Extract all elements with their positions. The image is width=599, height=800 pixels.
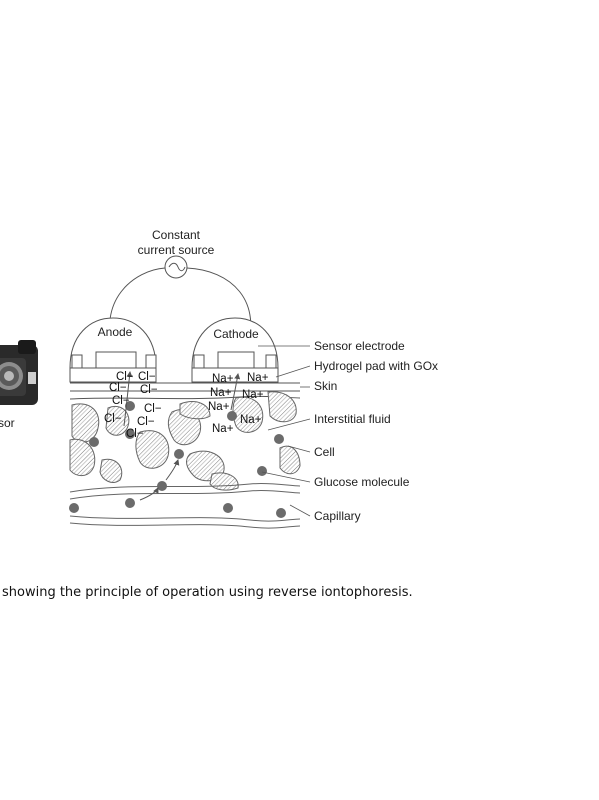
glucose-molecule <box>157 481 167 491</box>
glucose-molecule <box>174 449 184 459</box>
callout-hydrogel-pad: Hydrogel pad with GOx <box>314 359 438 373</box>
glucose-molecule <box>89 437 99 447</box>
sodium-ion: Na+ <box>212 423 234 435</box>
capillary-walls <box>69 482 301 529</box>
callout-capillary: Capillary <box>314 509 361 523</box>
chloride-ion: Cl− <box>137 416 155 428</box>
current-source-label-line1: Constant <box>152 228 201 242</box>
sodium-ion: Na+ <box>247 372 269 384</box>
callout-interstitial-fluid: Interstitial fluid <box>314 412 391 426</box>
sodium-ion: Na+ <box>240 414 262 426</box>
sensor-electrode-blocks <box>71 351 277 369</box>
glucose-molecule <box>223 503 233 513</box>
cell <box>135 430 170 469</box>
chloride-ions: Cl− Cl− Cl− Cl− Cl− Cl− Cl− Cl− Cl− <box>104 371 162 440</box>
cell <box>232 396 264 433</box>
cathode-electrode <box>191 317 279 369</box>
glucose-molecule <box>125 401 135 411</box>
cell <box>99 458 123 483</box>
cell <box>71 403 100 443</box>
device-label-fragment: sor <box>0 416 15 430</box>
current-source-label-line2: current source <box>138 243 215 257</box>
sodium-ion: Na+ <box>212 373 234 385</box>
glucose-molecule <box>274 434 284 444</box>
chloride-ion: Cl− <box>112 395 130 407</box>
glucose-watch-device <box>0 340 38 405</box>
anode-label: Anode <box>98 325 133 339</box>
chloride-ion: Cl− <box>104 413 122 425</box>
glucose-molecule <box>125 429 135 439</box>
glucose-molecule <box>227 411 237 421</box>
figure-caption: showing the principle of operation using… <box>2 585 413 600</box>
tissue-cells <box>69 391 301 491</box>
glucose-molecule <box>69 503 79 513</box>
cell <box>69 438 96 476</box>
migration-arrows <box>123 371 241 501</box>
chloride-ion: Cl− <box>116 371 134 383</box>
callout-cell: Cell <box>314 445 335 459</box>
chloride-ion: Cl− <box>140 384 158 396</box>
sodium-ions: Na+ Na+ Na+ Na+ Na+ Na+ Na+ <box>208 372 269 435</box>
cell <box>267 391 297 423</box>
callout-skin: Skin <box>314 379 337 393</box>
skin-layer <box>69 382 301 400</box>
cell <box>179 401 211 420</box>
cell <box>105 406 130 436</box>
cell <box>279 445 301 475</box>
glucose-molecule <box>257 466 267 476</box>
cell <box>209 472 239 491</box>
callout-sensor-electrode: Sensor electrode <box>314 339 405 353</box>
cathode-label: Cathode <box>213 327 259 341</box>
sodium-ion: Na+ <box>210 387 232 399</box>
callout-leaders <box>258 345 311 517</box>
chloride-ion: Cl− <box>144 403 162 415</box>
chloride-ion: Cl− <box>138 371 156 383</box>
iontophoresis-diagram: sor Constant current source Anode Cathod… <box>0 228 438 529</box>
chloride-ion: Cl− <box>109 382 127 394</box>
glucose-molecule <box>125 498 135 508</box>
glucose-molecules <box>69 401 286 518</box>
glucose-molecule <box>276 508 286 518</box>
callout-glucose-molecule: Glucose molecule <box>314 475 410 489</box>
chloride-ion: Cl− <box>126 428 144 440</box>
sodium-ion: Na+ <box>208 401 230 413</box>
sodium-ion: Na+ <box>242 389 264 401</box>
